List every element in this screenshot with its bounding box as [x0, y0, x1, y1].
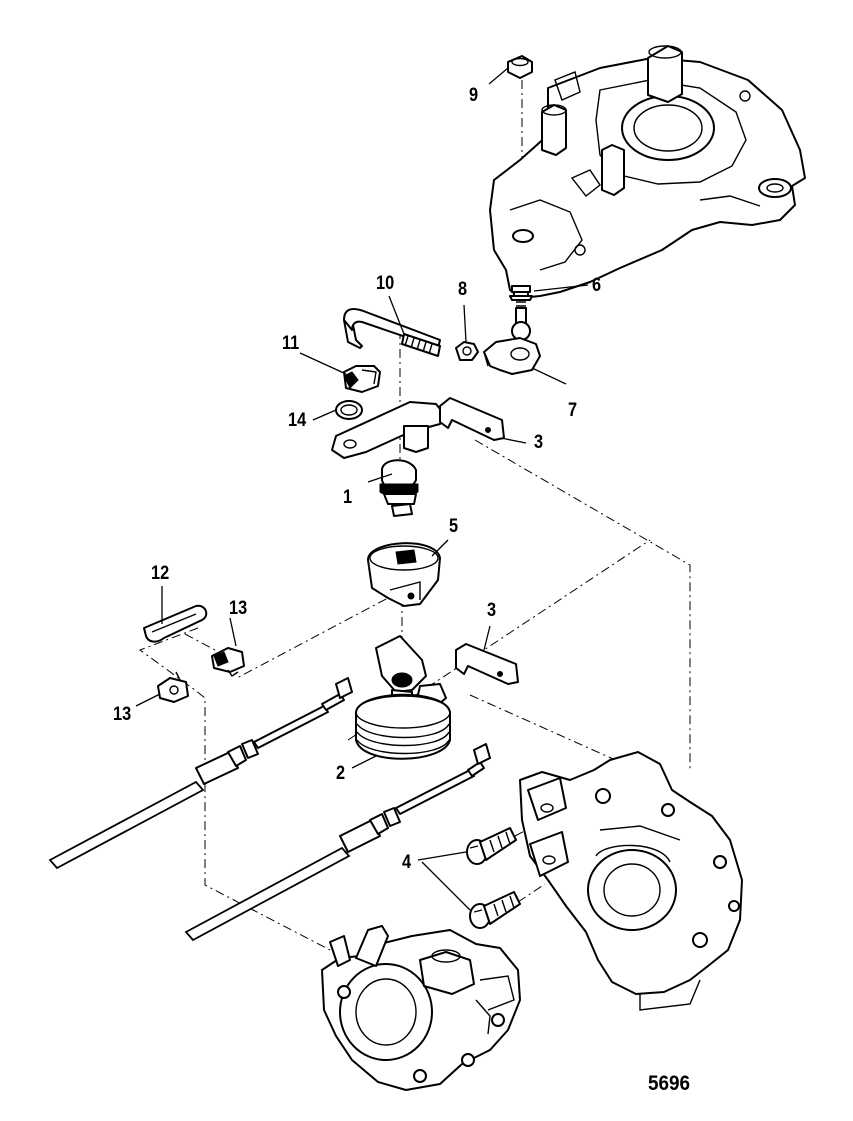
callout-5: 5: [449, 516, 459, 537]
callout-7: 7: [568, 400, 578, 421]
part-3-clip-lower: [455, 643, 519, 685]
part-3-clip-upper: [439, 397, 505, 441]
callout-3-upper: 3: [534, 432, 544, 453]
part-10-link-rod: [343, 308, 441, 357]
callout-3-lower: 3: [487, 600, 497, 621]
throttle-cable-lower: [184, 743, 491, 942]
part-4-screw-lower: [469, 891, 521, 929]
part-12-spring-clip: [143, 604, 208, 643]
callout-12: 12: [151, 563, 170, 584]
part-6-ball-stud: [509, 285, 533, 341]
part-5-cam: [367, 542, 441, 607]
callout-10: 10: [376, 273, 395, 294]
part-7-rod-end: [483, 337, 541, 375]
part-2-cable-drum: [355, 635, 451, 760]
throttle-cable-upper: [48, 677, 353, 870]
figure-number: 5696: [648, 1072, 691, 1095]
callout-1: 1: [343, 487, 353, 508]
callout-13-lower: 13: [113, 704, 132, 725]
carburetor: [321, 925, 521, 1091]
callout-13-upper: 13: [229, 598, 248, 619]
callout-9: 9: [469, 85, 479, 106]
part-8-nut: [455, 341, 479, 361]
part-14-washer: [335, 400, 363, 420]
part-9-nut: [507, 55, 533, 79]
part-13-swivel-lower: [157, 671, 189, 703]
callout-4: 4: [402, 852, 412, 873]
part-11-swivel: [343, 365, 381, 393]
part-13-swivel-upper: [211, 647, 245, 677]
part-1-throttle-lever: [331, 401, 445, 517]
part-4-screw-upper: [466, 827, 517, 865]
intake-manifold: [519, 751, 743, 1011]
callout-6: 6: [592, 275, 602, 296]
callout-leaders: [135, 67, 589, 911]
callout-14: 14: [288, 410, 307, 431]
top-mounting-plate: [489, 45, 806, 299]
callout-11: 11: [282, 333, 300, 354]
callout-2: 2: [336, 763, 346, 784]
callout-8: 8: [458, 279, 468, 300]
